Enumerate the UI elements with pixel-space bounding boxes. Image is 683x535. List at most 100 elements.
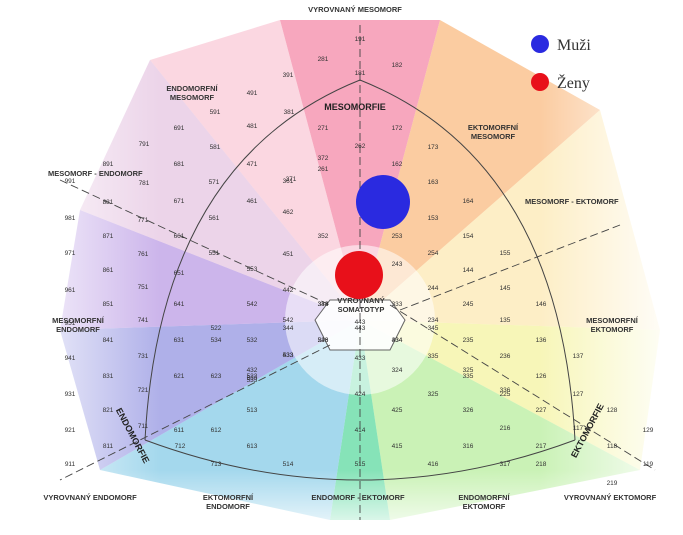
cell-number: 227	[536, 407, 547, 414]
cell-number: 841	[103, 337, 114, 344]
cell-number: 191	[355, 36, 366, 43]
cell-number: 881	[103, 199, 114, 206]
cell-number: 471	[247, 161, 258, 168]
cell-number: 641	[174, 301, 185, 308]
cell-number: 164	[463, 198, 474, 205]
cell-number: 941	[65, 355, 76, 362]
cell-number: 721	[138, 387, 149, 394]
cell-number: 534	[211, 337, 222, 344]
cell-number: 513	[247, 407, 258, 414]
cell-number: 951	[65, 320, 76, 327]
cell-number: 522	[211, 325, 222, 332]
marker-men	[356, 175, 410, 229]
cell-number: 443	[355, 319, 366, 326]
cell-number: 243	[392, 261, 403, 268]
cell-number: 253	[392, 233, 403, 240]
label-vyrovnany-somatotyp-1: VYROVNANÝ	[337, 296, 385, 305]
cell-number: 119	[643, 461, 654, 468]
cell-number: 691	[174, 125, 185, 132]
cell-number: 514	[283, 461, 294, 468]
label-endomorfni-ektomorf-1: ENDOMORFNÍ	[458, 493, 510, 502]
cell-number: 218	[536, 461, 547, 468]
cell-number: 371	[286, 176, 297, 183]
cell-number: 262	[355, 143, 366, 150]
cell-number: 424	[355, 391, 366, 398]
cell-number: 481	[247, 123, 258, 130]
cell-number: 163	[428, 179, 439, 186]
cell-number: 891	[103, 161, 114, 168]
cell-number: 461	[247, 198, 258, 205]
cell-number: 661	[174, 233, 185, 240]
cell-number: 217	[536, 443, 547, 450]
cell-number: 623	[211, 373, 222, 380]
cell-number: 591	[210, 109, 221, 116]
cell-number: 462	[283, 209, 294, 216]
cell-number: 244	[428, 285, 439, 292]
label-mesomorfni-endomorf-1: MESOMORFNÍ	[52, 316, 105, 325]
cell-number: 442	[283, 287, 294, 294]
cell-number: 681	[174, 161, 185, 168]
cell-number: 433	[283, 352, 294, 359]
curve-bottom	[144, 439, 576, 481]
cell-number: 533	[283, 352, 294, 359]
label-ektomorfni-mesomorf-1: EKTOMORFNÍ	[468, 123, 519, 132]
cell-number: 611	[174, 427, 185, 434]
label-endomorfni-mesomorf-2: MESOMORF	[170, 93, 215, 102]
cell-number: 381	[284, 109, 295, 116]
cell-number: 144	[463, 267, 474, 274]
cell-number: 335	[463, 373, 474, 380]
cell-number: 261	[318, 166, 329, 173]
cell-number: 326	[463, 407, 474, 414]
cell-number: 325	[428, 391, 439, 398]
cell-number: 225	[500, 391, 511, 398]
curve-right	[359, 79, 576, 441]
cell-number: 551	[209, 250, 220, 257]
cell-number: 911	[65, 461, 76, 468]
left-fade	[0, 0, 160, 535]
cell-number: 553	[247, 266, 258, 273]
cell-number: 991	[65, 178, 76, 185]
cell-number: 671	[174, 198, 185, 205]
cell-number: 432	[247, 367, 258, 374]
axis-right-diag	[389, 304, 656, 471]
cell-number: 751	[138, 284, 149, 291]
cell-number: 181	[355, 70, 366, 77]
cell-number: 711	[138, 423, 149, 430]
cell-number: 128	[607, 407, 618, 414]
cell-number: 713	[211, 461, 222, 468]
cell-number: 971	[65, 250, 76, 257]
label-ektomorfni-mesomorf-2: MESOMORF	[471, 132, 516, 141]
cell-number: 226	[318, 337, 329, 344]
marker-women	[335, 251, 383, 299]
sector-upper-left-pink	[150, 20, 360, 320]
right-fade	[540, 0, 683, 535]
cell-number: 613	[247, 443, 258, 450]
cell-number: 491	[247, 90, 258, 97]
cell-number: 334	[392, 337, 403, 344]
cell-number: 316	[463, 443, 474, 450]
legend-swatch-women	[531, 73, 549, 91]
cell-number: 254	[428, 250, 439, 257]
cell-number: 146	[536, 301, 547, 308]
cell-number: 981	[65, 215, 76, 222]
cell-number: 317	[500, 461, 511, 468]
cell-number: 781	[139, 180, 150, 187]
cell-number: 135	[500, 317, 511, 324]
cell-number: 811	[103, 443, 114, 450]
cell-number: 515	[355, 461, 366, 468]
cell-number: 581	[210, 144, 221, 151]
cell-number: 612	[211, 427, 222, 434]
cell-number: 126	[536, 373, 547, 380]
legend-label-women: Ženy	[557, 73, 590, 92]
cell-number: 631	[174, 337, 185, 344]
cell-number: 712	[175, 443, 186, 450]
label-mesomorfie: MESOMORFIE	[324, 102, 386, 112]
axis-right-up	[399, 224, 621, 311]
label-mesomorfni-ektomorf-2: EKTOMORF	[591, 325, 634, 334]
axis-left-low	[59, 344, 331, 481]
cell-number: 219	[607, 480, 618, 487]
cell-number: 533	[247, 377, 258, 384]
cell-number: 451	[283, 251, 294, 258]
